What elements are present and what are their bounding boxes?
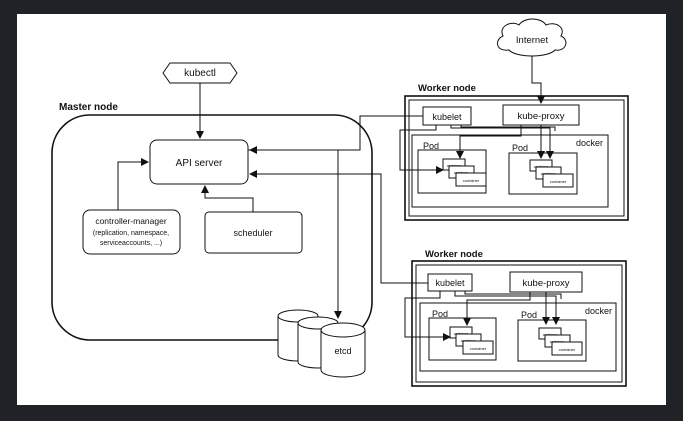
worker-node-1-title: Worker node [418, 83, 476, 94]
worker-1-docker-frame [411, 134, 609, 208]
worker-node-2-title: Worker node [425, 249, 483, 260]
kubectl-node: kubectl [162, 62, 238, 84]
api-server-label: API server [176, 158, 223, 169]
scheduler-to-api-arrow [201, 185, 254, 212]
worker-2-kubelet-to-pod-2-arrow [454, 291, 560, 325]
worker-1-pod-2-label: Pod [512, 143, 528, 153]
controller-manager-node: controller-manager (replication, namespa… [82, 209, 181, 255]
api-server-node: API server [149, 139, 249, 185]
kubectl-label: kubectl [184, 68, 216, 79]
worker-1-pod-1: Pod container container container [417, 141, 487, 194]
worker-2-pod-2-label: Pod [521, 310, 537, 320]
worker-1-docker-label: docker [576, 138, 603, 148]
container-label: container [559, 347, 576, 352]
worker-2-kubelet-to-api-arrow [249, 170, 428, 284]
worker-1-kube-proxy-label: kube-proxy [518, 111, 565, 122]
controller-manager-subtext-2: serviceaccounts, ...) [100, 240, 162, 247]
worker-node-2-inner-frame [415, 264, 623, 383]
worker-2-kubelet-label: kubelet [435, 278, 465, 288]
worker-node-1-outer-frame [404, 95, 629, 221]
worker-2-pod-1-label: Pod [432, 309, 448, 319]
container-label: container [470, 346, 487, 351]
etcd-label: etcd [334, 346, 351, 356]
worker-1-kubelet-node: kubelet [422, 106, 472, 126]
worker-2-kube-proxy-to-pod-1-arrow [463, 292, 531, 326]
worker-2-kubelet-node: kubelet [427, 273, 473, 292]
internet-cloud: Internet [497, 18, 567, 57]
worker-2-kubelet-to-pod-1-arrow [404, 291, 451, 341]
controller-to-api-arrow [117, 158, 149, 210]
worker-2-kubelet-to-docker-line [464, 291, 562, 299]
container-box [462, 340, 494, 355]
worker-node-2-outer-frame [411, 260, 627, 387]
worker-2-kube-proxy-label: kube-proxy [523, 278, 570, 289]
controller-manager-subtext-1: (replication, namespace, [93, 230, 169, 237]
container-box [551, 341, 583, 356]
container-box [542, 173, 574, 188]
scheduler-node: scheduler [204, 211, 303, 254]
worker-1-kubelet-label: kubelet [432, 112, 462, 122]
worker-node-1-inner-frame [408, 99, 625, 217]
internet-to-kube-proxy-arrow [531, 56, 545, 104]
worker-1-kubelet-to-pod-2-arrow [450, 125, 554, 159]
scheduler-label: scheduler [233, 228, 272, 238]
worker-1-pod-2: Pod container container container [508, 143, 578, 195]
worker-1-kubelet-to-pod-1-arrow [399, 125, 444, 174]
worker-1-pod-1-label: Pod [423, 141, 439, 151]
container-label: container [463, 178, 480, 183]
worker-2-kube-proxy-node: kube-proxy [509, 271, 583, 293]
worker-2-pod-1: Pod container container container [428, 309, 497, 361]
controller-manager-label: controller-manager [95, 216, 167, 226]
worker-2-docker-label: docker [585, 306, 612, 316]
worker-1-kubelet-to-api-arrow [249, 115, 423, 154]
master-node-frame [51, 114, 373, 341]
container-label: container [550, 179, 567, 184]
internet-label: Internet [516, 35, 549, 46]
etcd-cylinders: etcd [277, 309, 366, 378]
worker-1-kube-proxy-to-pod-1-arrow [456, 125, 522, 159]
worker-1-kubelet-to-docker-line [460, 125, 556, 131]
worker-1-kube-proxy-node: kube-proxy [502, 104, 580, 126]
container-box [455, 172, 487, 187]
master-node-title: Master node [59, 102, 118, 113]
